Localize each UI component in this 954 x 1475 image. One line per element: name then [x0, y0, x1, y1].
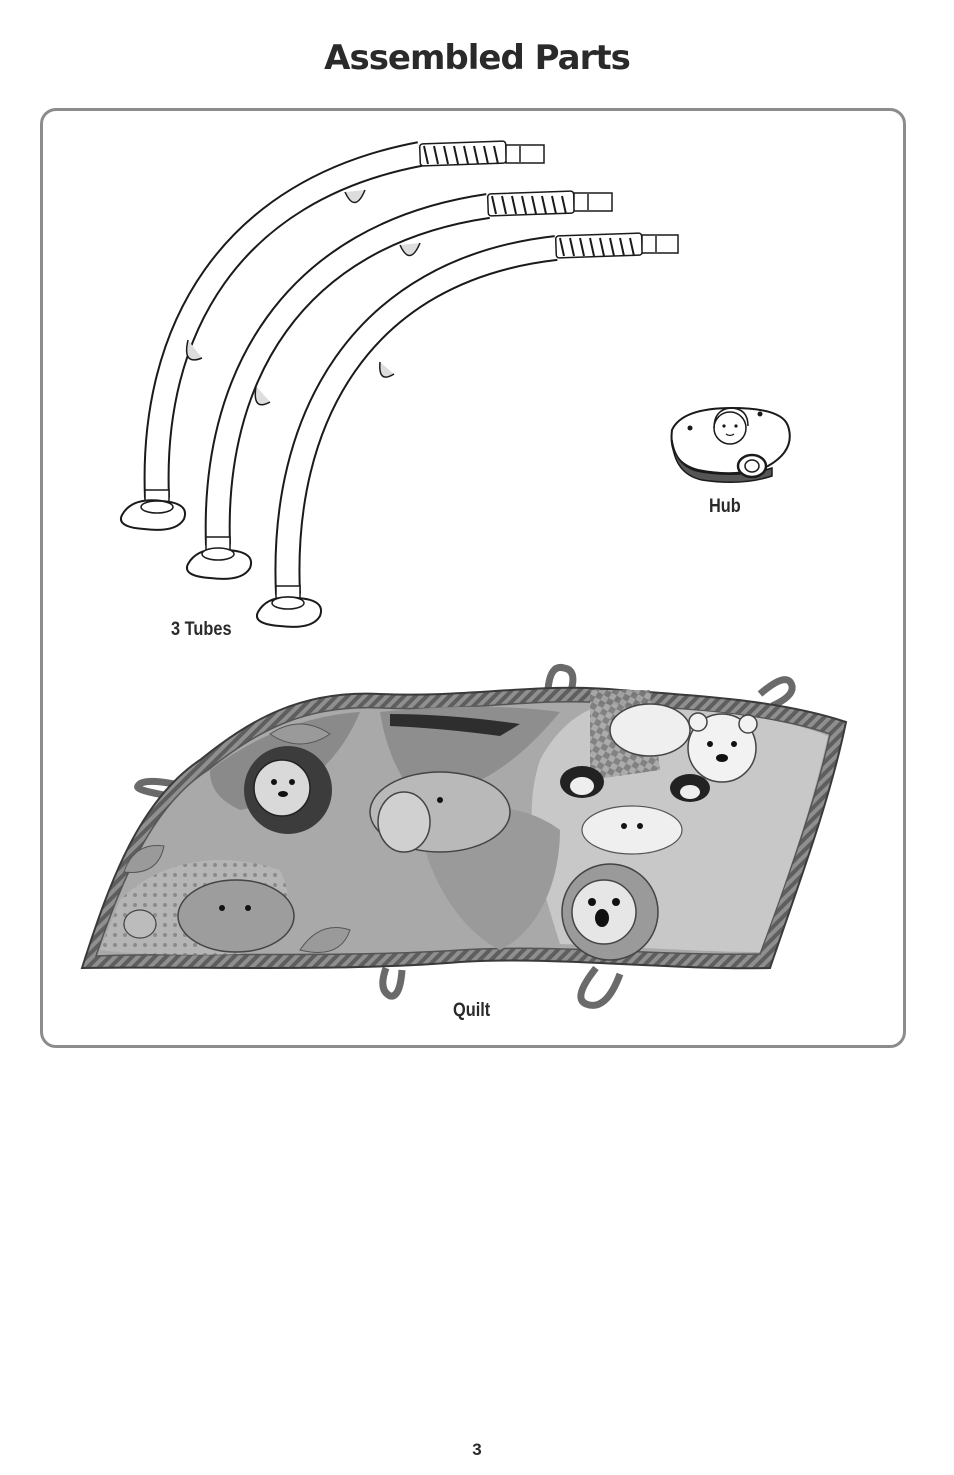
page-number: 3 [0, 1440, 954, 1460]
white-bear-icon [582, 806, 682, 854]
elephant-icon [370, 772, 510, 852]
lion-face-icon [244, 746, 332, 834]
tubes-label: 3 Tubes [171, 619, 232, 641]
hub-icon [672, 408, 790, 482]
lion-face-icon [562, 864, 658, 960]
hub-label: Hub [709, 496, 741, 518]
quilt-icon [82, 667, 846, 1005]
quilt-label: Quilt [453, 1000, 490, 1022]
